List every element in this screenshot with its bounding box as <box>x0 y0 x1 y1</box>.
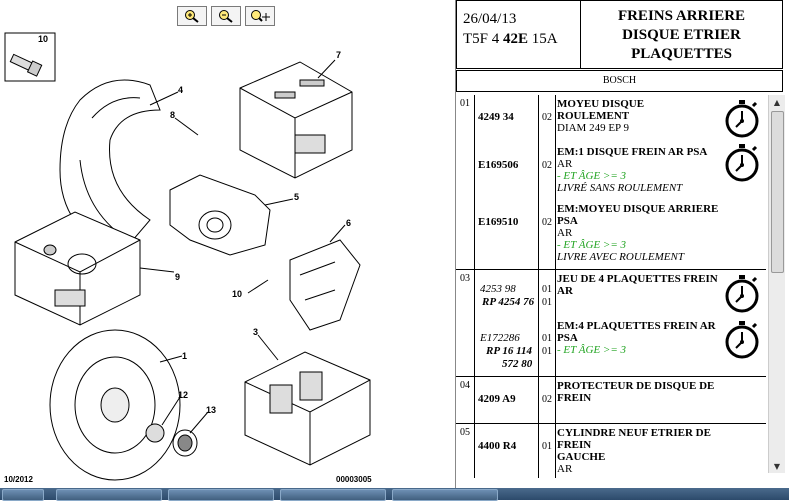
callout-10b: 10 <box>232 289 242 299</box>
part-description: EM:1 DISQUE FREIN AR PSA AR - ET ÂGE >= … <box>557 146 708 194</box>
taskbar-item[interactable] <box>392 489 498 501</box>
zoom-move-button[interactable] <box>245 6 275 26</box>
callout-4: 4 <box>178 85 183 95</box>
part-description: PROTECTEUR DE DISQUE DE FREIN <box>557 380 715 404</box>
part-ref[interactable]: 4209 A9 <box>478 393 516 405</box>
taskbar-start-button[interactable] <box>2 489 44 501</box>
part-description: CYLINDRE NEUF ETRIER DE FREIN GAUCHE AR <box>557 427 711 475</box>
callout-1: 1 <box>182 351 187 361</box>
callout-12: 12 <box>178 390 188 400</box>
part-ref[interactable]: 4400 R4 <box>478 440 517 452</box>
zoom-out-icon <box>219 10 233 23</box>
group-number: 03 <box>460 273 470 284</box>
part-qty: 01 <box>542 333 552 344</box>
zoom-move-icon <box>251 10 270 22</box>
taskbar-item[interactable] <box>56 489 162 501</box>
callout-6: 6 <box>346 218 351 228</box>
header-box: 26/04/13 T5F 4 42E 15A FREINS ARRIERE DI… <box>456 0 783 69</box>
callout-13: 13 <box>206 405 216 415</box>
part-ref[interactable]: E172286 <box>480 332 520 344</box>
part-ref[interactable]: 4253 98 <box>480 283 516 295</box>
part-qty: 01 <box>542 284 552 295</box>
title-line: FREINS ARRIERE <box>617 7 746 24</box>
title-line: PLAQUETTES <box>631 45 732 62</box>
part-description: EM:MOYEU DISQUE ARRIERE PSA AR - ET ÂGE … <box>557 203 719 263</box>
part-qty: 01 <box>542 297 552 308</box>
callout-9: 9 <box>175 272 180 282</box>
part-ref[interactable]: E169510 <box>478 216 519 228</box>
part-ref[interactable]: RP 16 114 <box>486 345 533 357</box>
stopwatch-icon[interactable] <box>722 143 762 183</box>
part-qty: 02 <box>542 112 552 123</box>
stopwatch-icon[interactable] <box>722 274 762 314</box>
part-description: MOYEU DISQUE ROULEMENT DIAM 249 EP 9 <box>557 98 645 134</box>
callout-10a: 10 <box>38 34 48 44</box>
parts-group-01: 01 4249 34 02 MOYEU DISQUE ROULEMENT DIA… <box>456 95 766 270</box>
zoom-out-button[interactable] <box>211 6 241 26</box>
zoom-in-button[interactable] <box>177 6 207 26</box>
footer-code: 00003005 <box>336 475 372 484</box>
part-ref[interactable]: 572 80 <box>502 358 533 370</box>
brand-label: BOSCH <box>456 70 783 92</box>
zoom-in-icon <box>185 10 199 23</box>
group-number: 01 <box>460 98 470 109</box>
part-ref[interactable]: E169506 <box>478 159 519 171</box>
parts-table: 01 4249 34 02 MOYEU DISQUE ROULEMENT DIA… <box>456 95 766 478</box>
title-line: DISQUE ETRIER <box>622 26 741 43</box>
callout-3: 3 <box>253 327 258 337</box>
diagram-panel: 10 7 4 8 5 6 9 10 3 1 12 13 10/2012 0000… <box>4 0 456 488</box>
part-ref[interactable]: 4249 34 <box>478 111 514 123</box>
scroll-down-arrow[interactable]: ▼ <box>773 461 781 471</box>
vertical-scrollbar[interactable]: ▲ ▼ <box>768 95 785 473</box>
header-date: 26/04/13 <box>463 11 517 27</box>
part-description: EM:4 PLAQUETTES FREIN AR PSA - ET ÂGE >=… <box>557 320 716 356</box>
header-info: 26/04/13 T5F 4 42E 15A <box>457 1 581 69</box>
stopwatch-icon[interactable] <box>722 99 762 139</box>
stopwatch-icon[interactable] <box>722 320 762 360</box>
brake-exploded-diagram: 10 7 4 8 5 6 9 10 3 1 12 13 <box>4 32 371 481</box>
group-number: 05 <box>460 427 470 438</box>
parts-panel: 26/04/13 T5F 4 42E 15A FREINS ARRIERE DI… <box>456 0 789 488</box>
part-qty: 01 <box>542 441 552 452</box>
parts-group-05: 05 4400 R4 01 CYLINDRE NEUF ETRIER DE FR… <box>456 424 766 478</box>
part-qty: 02 <box>542 160 552 171</box>
taskbar <box>0 488 789 501</box>
callout-7: 7 <box>336 50 341 60</box>
footer-date: 10/2012 <box>4 475 33 484</box>
header-model: T5F 4 42E 15A <box>463 31 558 47</box>
part-ref[interactable]: RP 4254 76 <box>482 296 535 308</box>
scroll-up-arrow[interactable]: ▲ <box>773 97 781 107</box>
scroll-thumb[interactable] <box>771 111 784 273</box>
parts-group-04: 04 4209 A9 02 PROTECTEUR DE DISQUE DE FR… <box>456 377 766 424</box>
taskbar-item[interactable] <box>168 489 274 501</box>
part-qty: 02 <box>542 394 552 405</box>
part-qty: 02 <box>542 217 552 228</box>
group-number: 04 <box>460 380 470 391</box>
callout-8: 8 <box>170 110 175 120</box>
part-qty: 01 <box>542 346 552 357</box>
callout-5: 5 <box>294 192 299 202</box>
header-title: FREINS ARRIERE DISQUE ETRIER PLAQUETTES <box>581 1 782 69</box>
taskbar-item[interactable] <box>280 489 386 501</box>
zoom-toolbar <box>177 6 275 26</box>
parts-group-03: 03 4253 98 RP 4254 76 01 01 JEU DE 4 PLA… <box>456 270 766 377</box>
part-description: JEU DE 4 PLAQUETTES FREIN AR <box>557 273 718 297</box>
